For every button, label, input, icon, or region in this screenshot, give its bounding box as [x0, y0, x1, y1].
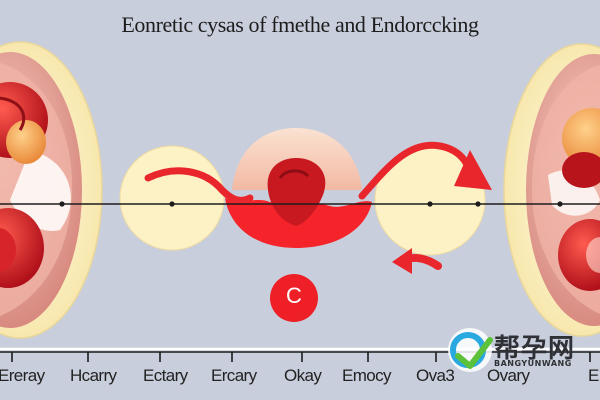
watermark-subtext: BANGYUNWANG [494, 359, 572, 368]
diagram-title: Eonretic cysas of fmethe and Endorccking [121, 12, 479, 37]
center-organ [225, 128, 372, 248]
axis-label: Emocy [342, 366, 392, 385]
right-ovary-illustration [503, 43, 600, 337]
axis-label: Ectary [143, 366, 188, 385]
axis-dot [169, 201, 175, 207]
c-marker-circle [270, 274, 318, 322]
axis-dot [427, 201, 433, 207]
axis-label: Okay [284, 366, 322, 385]
axis-label: Ovary [487, 366, 530, 385]
left-arrow-curve [144, 167, 254, 204]
axis-dot [59, 201, 65, 207]
watermark-logo-icon [448, 328, 493, 372]
small-arrow-head [392, 248, 412, 274]
axis-dot [475, 201, 481, 207]
scale-ticks [11, 352, 591, 362]
axis-label: Ercary [211, 366, 257, 385]
c-marker-label: C [286, 283, 302, 308]
left-ovary-illustration [0, 41, 103, 339]
axis-label: Ereray [0, 366, 45, 385]
watermark-text: 帮孕网 [494, 334, 576, 364]
left-cream-circle [119, 145, 225, 251]
axis-label: Hcarry [70, 366, 117, 385]
axis-label: E [588, 366, 599, 385]
axis-dot [557, 201, 563, 207]
right-arrow-head [454, 150, 492, 190]
axis-label: Ova3 [416, 366, 455, 385]
